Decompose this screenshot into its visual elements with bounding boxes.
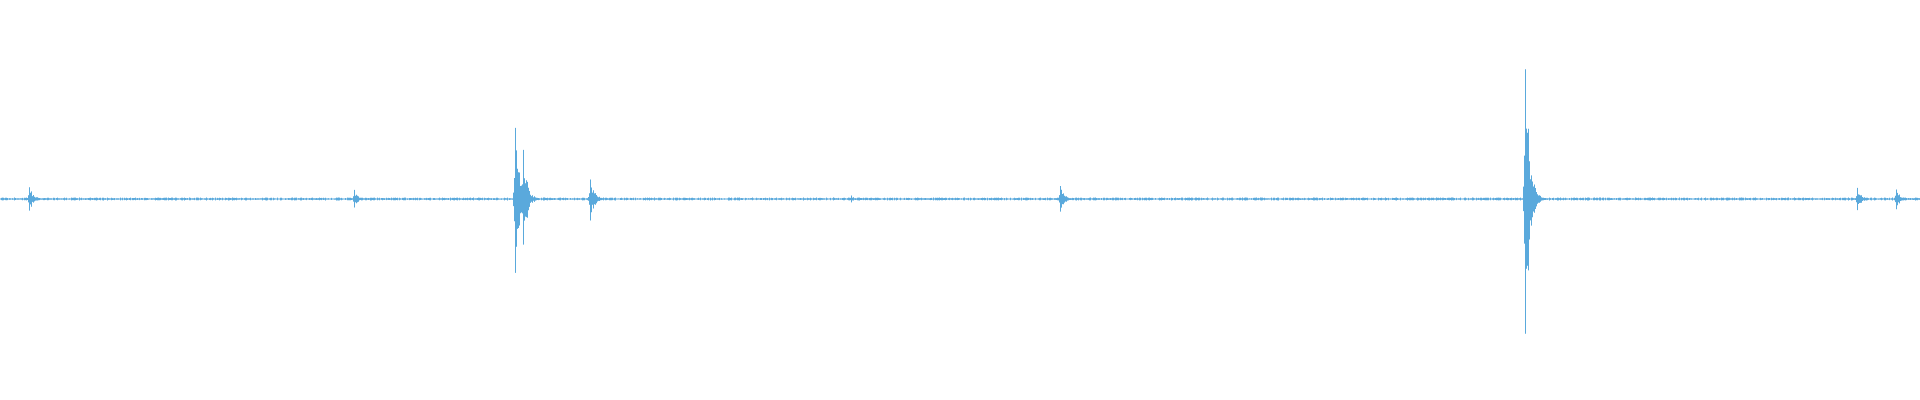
waveform-path	[0, 69, 1920, 334]
waveform-peaks	[0, 69, 1920, 334]
